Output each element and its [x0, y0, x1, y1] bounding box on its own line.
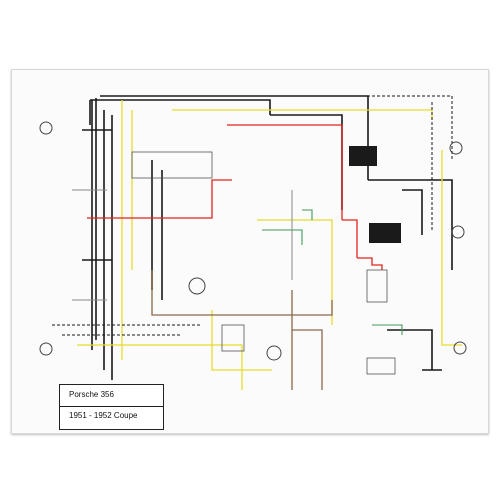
regulator-component: [369, 223, 401, 243]
generator-component: [349, 146, 377, 166]
brown-wires: [151, 270, 333, 390]
switch-panel: [221, 324, 245, 352]
gray-wires: [72, 189, 293, 301]
wiring-diagram-poster: Porsche 356 1951 - 1952 Coupe: [11, 69, 489, 434]
yellow-wires: [77, 100, 462, 390]
left-headlight-bottom: [39, 342, 53, 356]
starter-relay: [366, 269, 388, 303]
green-wires: [262, 209, 403, 335]
ignition-coil: [266, 345, 282, 361]
right-light-middle: [451, 225, 465, 239]
right-light-bottom: [453, 341, 467, 355]
components: [39, 121, 467, 375]
battery: [366, 357, 396, 375]
left-headlight-top: [39, 121, 53, 135]
title-divider: [60, 406, 163, 407]
fuse-block: [131, 151, 213, 179]
title-box: Porsche 356 1951 - 1952 Coupe: [59, 384, 164, 430]
wiring-diagram-canvas: [39, 95, 467, 390]
diagram-title: Porsche 356: [69, 390, 114, 399]
diagram-subtitle: 1951 - 1952 Coupe: [69, 411, 138, 420]
horn-component: [188, 277, 206, 295]
dashed-wires: [52, 95, 453, 336]
right-light-top: [449, 141, 463, 155]
red-wires: [87, 124, 383, 270]
